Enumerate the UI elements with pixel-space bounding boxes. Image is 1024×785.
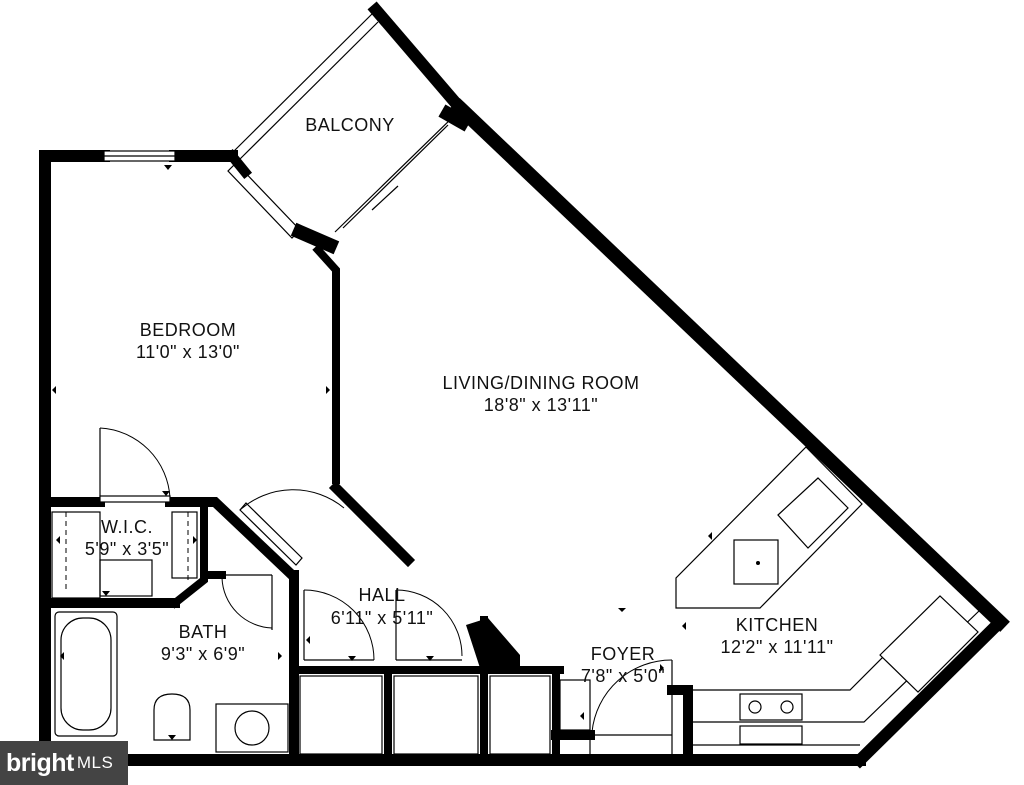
room-labels: BALCONY BEDROOM 11'0" x 13'0" LIVING/DIN… bbox=[85, 115, 833, 686]
wall-entry-chunk bbox=[466, 618, 520, 668]
watermark-brand: bright bbox=[6, 748, 74, 777]
balcony-name: BALCONY bbox=[305, 115, 395, 135]
bath-door-swing bbox=[221, 577, 273, 629]
foyer-size: 7'8" x 5'0" bbox=[581, 666, 665, 686]
kitchen-island bbox=[675, 446, 863, 609]
dimension-arrows bbox=[52, 165, 712, 740]
wic-shelving bbox=[51, 511, 198, 599]
wic-door-swing bbox=[99, 427, 171, 499]
closet-door-swing-1 bbox=[303, 589, 375, 661]
living-name: LIVING/DINING ROOM bbox=[442, 373, 639, 393]
wall-bedroom-corner bbox=[224, 148, 253, 180]
refrigerator bbox=[879, 595, 979, 693]
wall-wic-right bbox=[169, 498, 208, 609]
wall-balcony-right bbox=[367, 1, 469, 117]
sink bbox=[234, 710, 270, 746]
closet-door-swing-2 bbox=[395, 589, 463, 657]
kitchen-fixtures bbox=[675, 446, 981, 746]
hall-size: 6'11" x 5'11" bbox=[331, 608, 434, 628]
kitchen-size: 12'2" x 11'11" bbox=[720, 637, 833, 657]
wall-bedroom-living bbox=[312, 244, 340, 484]
wall-balcony-stub bbox=[290, 222, 340, 255]
wall-diagonal bbox=[450, 98, 1010, 632]
doors bbox=[99, 427, 673, 760]
balcony-side-window bbox=[227, 162, 301, 239]
hall-name: HALL bbox=[358, 585, 405, 605]
foyer-name: FOYER bbox=[591, 644, 656, 664]
wall-kitchen-corner bbox=[851, 613, 1009, 769]
wall-wic-top-right bbox=[165, 497, 300, 583]
windows bbox=[103, 9, 472, 255]
exterior-walls bbox=[39, 1, 1010, 769]
watermark-suffix: MLS bbox=[76, 753, 114, 772]
bright-mls-watermark: bright MLS bbox=[0, 741, 128, 785]
bath-name: BATH bbox=[179, 622, 228, 642]
bath-fixtures bbox=[54, 611, 289, 753]
living-size: 18'8" x 13'11" bbox=[484, 395, 598, 415]
bedroom-name: BEDROOM bbox=[140, 320, 237, 340]
wic-size: 5'9" x 3'5" bbox=[85, 539, 169, 559]
bedroom-door-swing bbox=[239, 489, 345, 511]
front-door-swing bbox=[591, 659, 673, 733]
wall-balcony-stub-2 bbox=[438, 104, 472, 132]
wall-foyer-right bbox=[667, 685, 693, 765]
island-sink bbox=[733, 539, 779, 585]
bedroom-size: 11'0" x 13'0" bbox=[136, 342, 240, 362]
bath-size: 9'3" x 6'9" bbox=[161, 644, 245, 664]
toilet bbox=[153, 693, 191, 741]
stove bbox=[739, 693, 803, 721]
wic-name: W.I.C. bbox=[101, 517, 153, 537]
wall-living-hall bbox=[328, 480, 416, 568]
kitchen-name: KITCHEN bbox=[736, 615, 819, 635]
bathtub-basin bbox=[60, 617, 112, 731]
interior-walls bbox=[40, 148, 693, 765]
